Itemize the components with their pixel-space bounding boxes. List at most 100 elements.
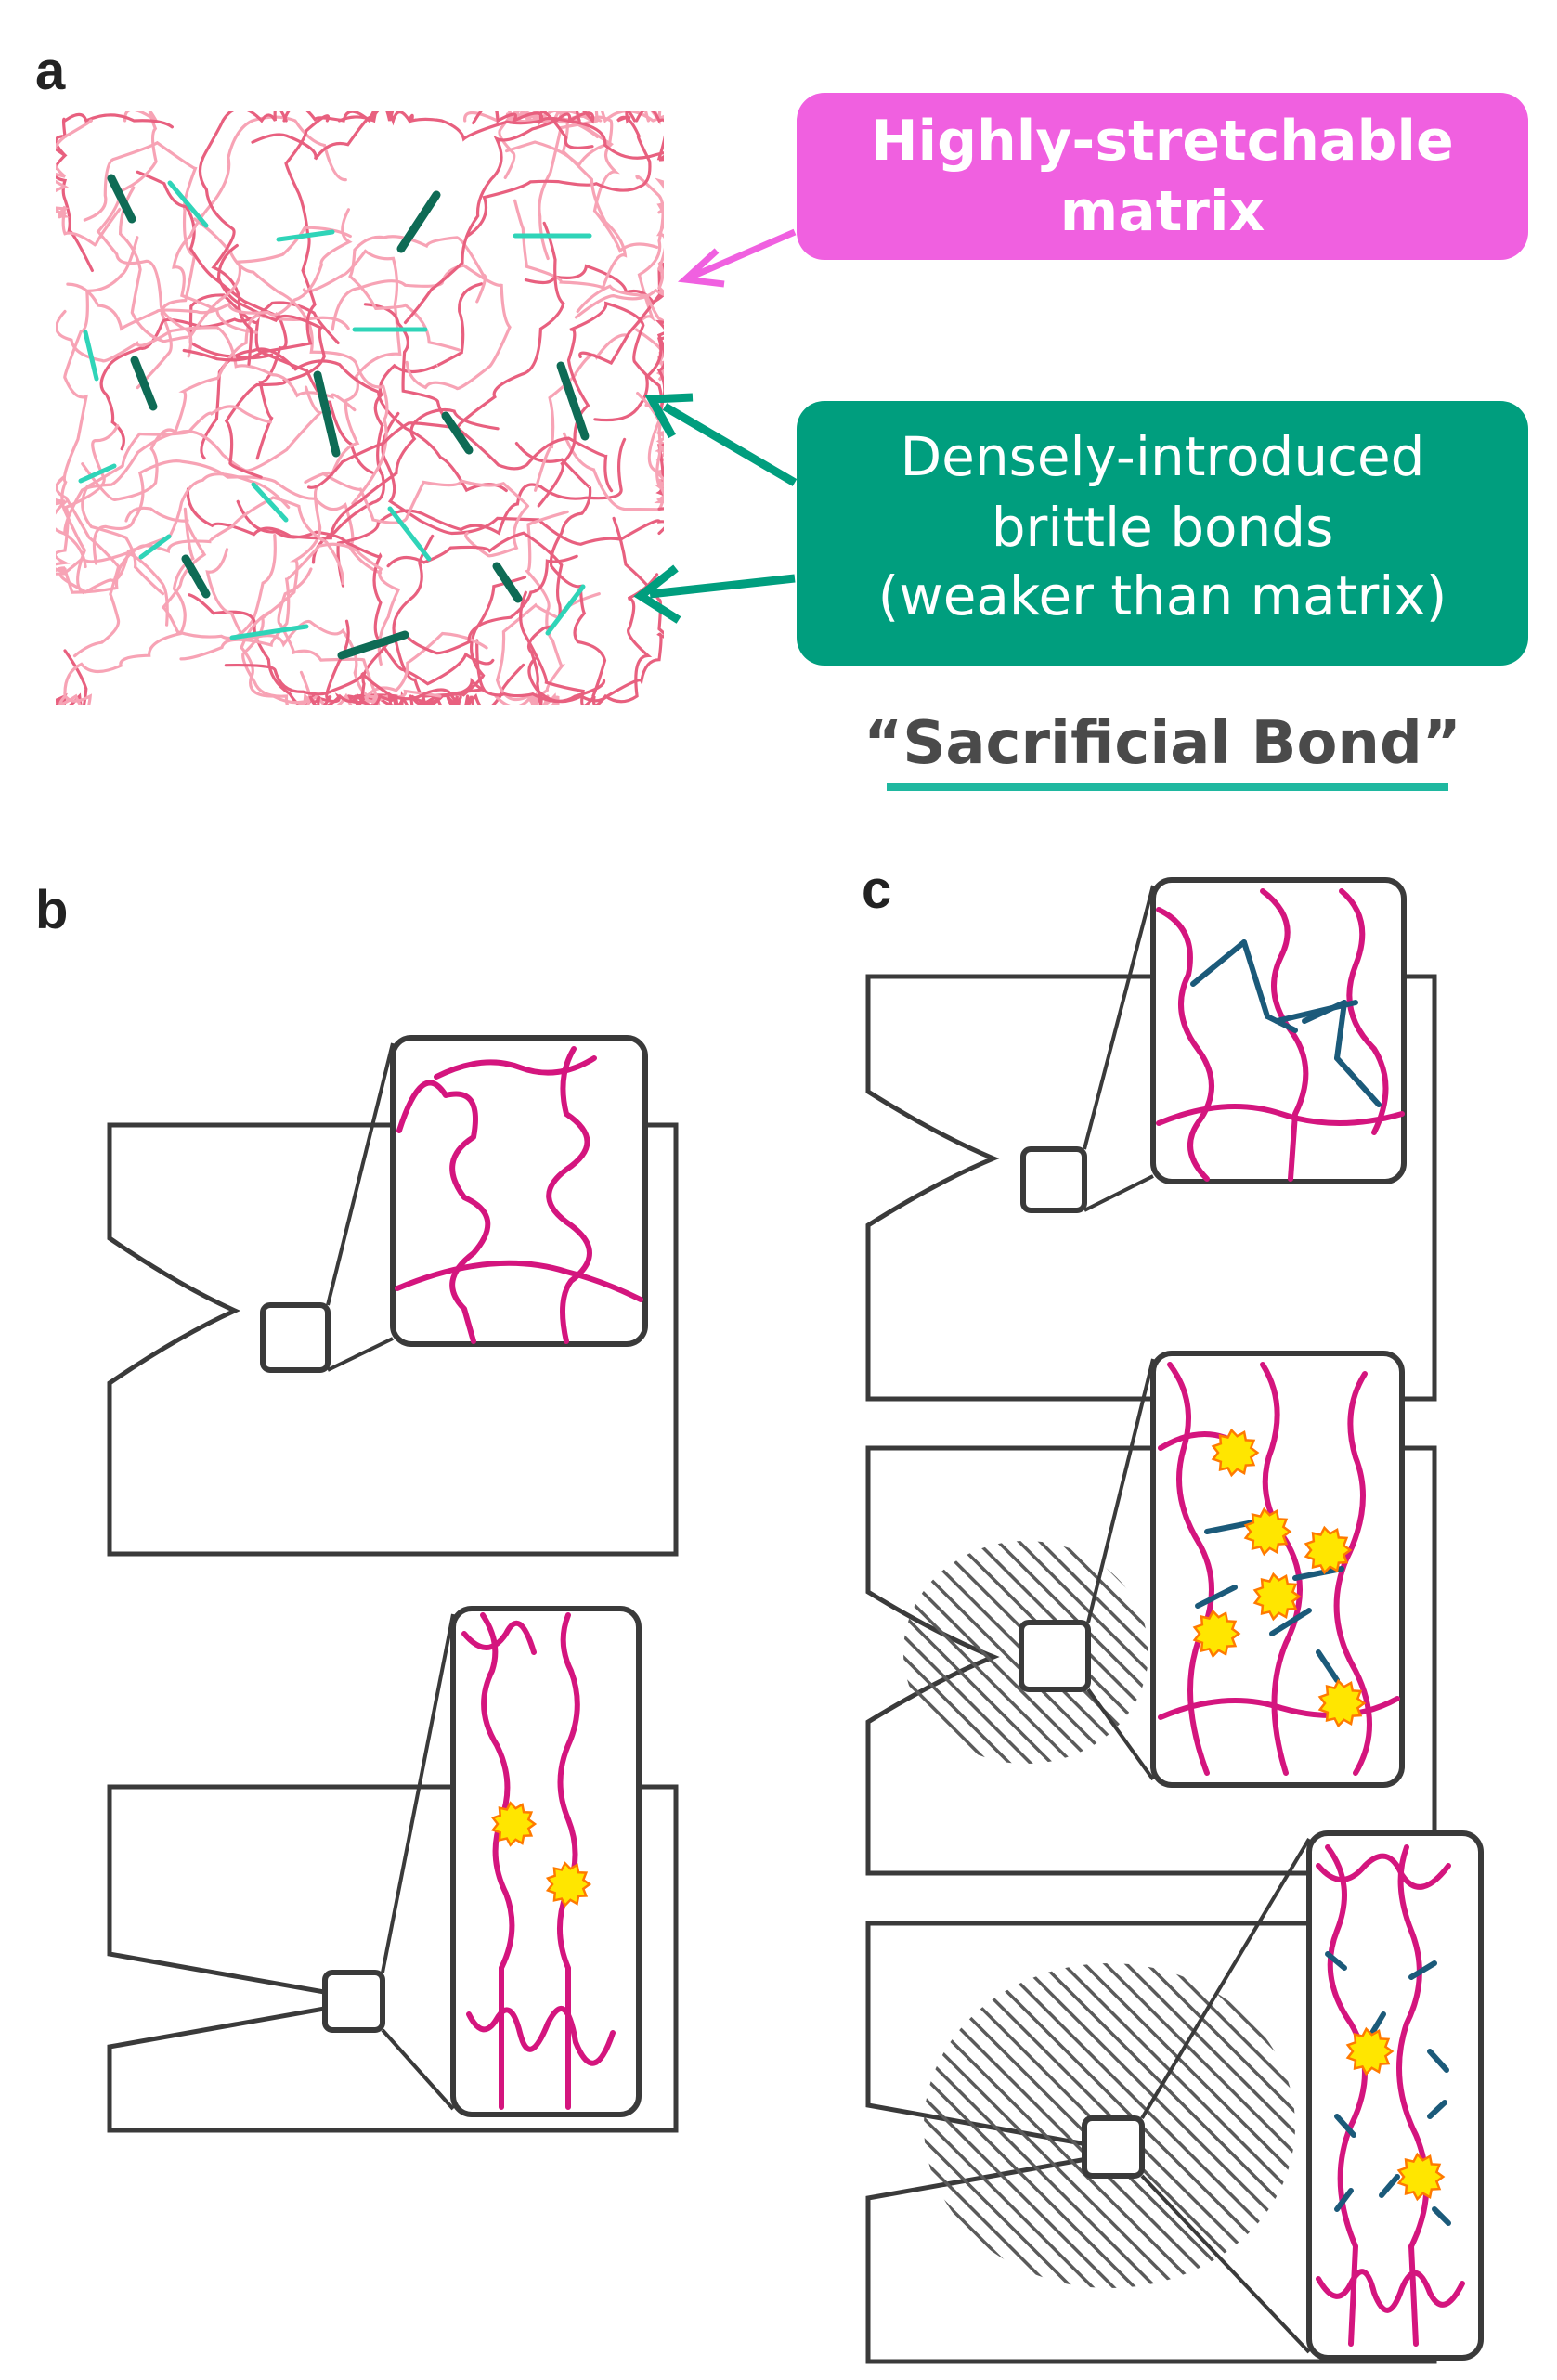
sacrificial-bond [492,562,523,603]
sacrificial-bond [313,370,341,458]
sacrificial-bond [181,554,211,599]
matrix-strand [403,111,595,325]
bond-break-burst [1317,1678,1367,1728]
crosslink-bond [1427,2049,1449,2073]
crosslink-bond [1292,1566,1344,1581]
crosslink-bond [1325,1951,1347,1971]
matrix-strand [66,208,353,331]
magnified-view [1150,1351,1405,1788]
bond-break-burst [1192,1609,1241,1659]
sacrificial-bonds [78,174,592,660]
matrix-strand [81,405,272,596]
bond-break-burst [545,1861,592,1908]
matrix-strand [83,140,198,390]
polymer-chain [1156,907,1214,1182]
sacrificial-bond [545,584,586,636]
matrix-strand [58,507,195,705]
matrix-strand [563,431,664,511]
sacrificial-bond [229,624,309,640]
polymer-chain [1167,1362,1214,1776]
brittle-callout-line2: brittle bonds [992,496,1334,559]
crosslink-bond [1269,1608,1312,1636]
panel-c-fracture-sacrificial-network [865,877,1484,2364]
zoom-region [1082,2115,1145,2179]
zoom-line [1140,2174,1311,2354]
bond-break-burst [1304,1525,1353,1575]
zoom-region [260,1302,331,1373]
zoom-line [381,2028,455,2111]
crosslink-bond [1204,1520,1256,1534]
matrix-strand [56,474,121,658]
matrix-strand [182,114,331,362]
specimen-outline [865,974,1437,1402]
matrix-strand [386,531,564,705]
matrix-strand [241,486,322,705]
matrix-strand [193,217,389,506]
matrix-strand [465,111,652,239]
matrix-strand [56,119,122,247]
crosslink-bond [1334,2114,1356,2138]
polymer-chain [396,1080,491,1344]
polymer-chain [480,1612,515,2110]
polymer-chain [1325,1844,1368,2347]
polymer-chain [461,1620,537,1655]
matrix-strand [56,472,291,594]
crosslink-bond [1195,1585,1238,1609]
polymer-chain [1316,2269,1465,2313]
sacrificial-bond [441,411,474,455]
crosslink-bond [1334,2188,1354,2212]
sacrificial-bond [78,463,117,484]
matrix-strand [224,663,474,705]
crosslink-bond [1316,1649,1340,1683]
matrix-strand [307,221,565,489]
matrix-strand [593,319,664,511]
panel-b-fracture-single-network [107,1035,679,2133]
crosslink-bond [1408,1960,1437,1980]
matrix-strand [63,496,344,594]
matrix-callout: Highly-stretchable matrix [797,93,1528,260]
crosslink-bond [1379,2174,1400,2198]
matrix-strand [636,392,664,504]
matrix-strand [216,243,326,479]
polymer-chain [1316,1853,1451,1890]
matrix-strand [118,186,352,343]
panel-a-label: a [35,41,66,101]
matrix-strand [514,442,607,698]
matrix-strand [56,424,169,627]
brittle-callout-line3: (weaker than matrix) [878,564,1447,627]
brittle-callout-line1: Densely-introduced [901,425,1425,488]
sacrificial-bond [276,229,335,242]
sacrificial-bond [83,330,99,382]
zoom-line [326,1042,395,1306]
matrix-strand [331,264,512,391]
matrix-strand [576,284,664,382]
polymer-chain [1156,1104,1405,1126]
bond-break-burst [490,1801,538,1847]
matrix-strand [200,347,508,493]
zoom-line [1140,1837,1311,2120]
sacrificial-bond-label: “Sacrificial Bond” [863,709,1461,778]
crosslink-bond [1274,1000,1358,1024]
sacrificial-bond [130,356,158,411]
brittle-arrows [633,393,798,624]
matrix-strand [381,411,664,546]
sacrificial-bond [556,361,590,441]
zoom-line [327,1337,394,1372]
zoom-line [1086,1688,1155,1781]
sacrificial-bond [167,180,209,228]
matrix-callout-line2: matrix [1060,179,1265,244]
matrix-strand [188,293,374,474]
crosslink-bond [1334,1055,1382,1107]
matrix-strand [472,111,664,162]
polymer-chain [1339,888,1389,1135]
sacrificial-bond [138,534,172,560]
bond-break-burst [1252,1572,1302,1622]
panel-b-label: b [35,880,68,940]
matrix-strand [337,111,594,149]
matrix-strand [392,534,527,699]
matrix-strand [56,309,357,412]
polymer-chain [1158,1696,1400,1720]
matrix-strand [344,663,525,705]
matrix-strand [240,610,488,705]
crosslink-bond [1334,1000,1347,1061]
